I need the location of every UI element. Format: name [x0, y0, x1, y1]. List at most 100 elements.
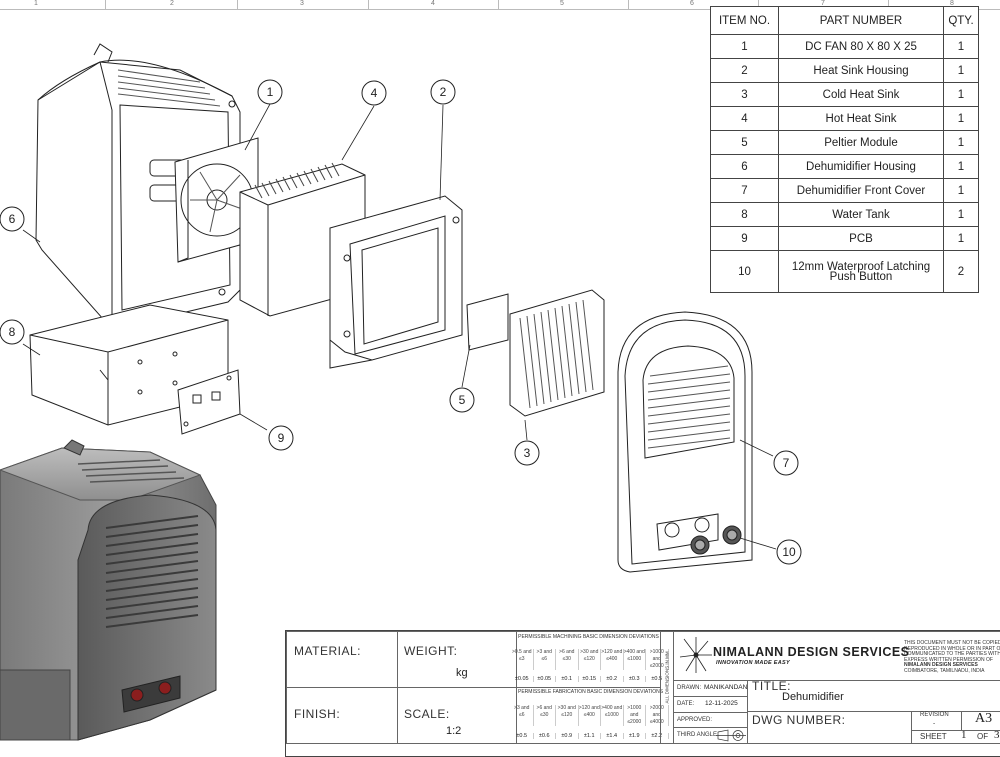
- notice-location: COIMBATORE, TAMILNADU, INDIA: [904, 667, 985, 674]
- bom-part-number: Cold Heat Sink: [778, 82, 944, 107]
- bom-part-number: 12mm Waterproof Latching Push Button: [778, 250, 944, 293]
- zone-marker: 7: [821, 0, 825, 7]
- tolerance-value: ±1.4: [601, 733, 624, 739]
- company-name: NIMALANN DESIGN SERVICES: [713, 645, 910, 659]
- bom-item-no: 8: [710, 202, 779, 227]
- notice-text: THIS DOCUMENT MUST NOT BE COPIED OR REPR…: [904, 640, 1000, 663]
- sheet-number: 1: [961, 729, 967, 741]
- tolerance-value: ±0.3: [624, 676, 646, 682]
- zone-divider: [237, 0, 238, 9]
- zone-marker: 1: [34, 0, 38, 7]
- bom-qty: 1: [943, 34, 979, 59]
- balloon-2: 2: [430, 79, 456, 105]
- bom-part-number: Water Tank: [778, 202, 944, 227]
- copyright-notice: THIS DOCUMENT MUST NOT BE COPIED OR REPR…: [904, 640, 1000, 674]
- bom-qty: 1: [943, 178, 979, 203]
- bom-item-no: 9: [710, 226, 779, 251]
- zone-marker: 4: [431, 0, 435, 7]
- bom-part-number: Dehumidifier Front Cover: [778, 178, 944, 203]
- bom-part-number: PCB: [778, 226, 944, 251]
- balloon-4: 4: [361, 80, 387, 106]
- bom-item-no: 4: [710, 106, 779, 131]
- third-angle-projection-icon: [716, 729, 746, 742]
- balloon-9: 9: [268, 425, 294, 451]
- date-label: DATE:: [677, 701, 695, 707]
- zone-marker: 2: [170, 0, 174, 7]
- bom-qty: 1: [943, 130, 979, 155]
- tolerance-range: >6 and ≤30: [534, 705, 556, 726]
- tolerance-value: ±1.1: [579, 733, 601, 739]
- tolerance-range: >120 and ≤400: [601, 649, 624, 670]
- tolerance-value: ±2.2: [646, 733, 669, 739]
- zone-divider: [888, 0, 889, 9]
- bom-part-number: Peltier Module: [778, 130, 944, 155]
- balloon-1: 1: [257, 79, 283, 105]
- zone-divider: [105, 0, 106, 9]
- bom-item-no: 3: [710, 82, 779, 107]
- svg-text:1: 1: [267, 85, 274, 99]
- balloon-6: 6: [0, 206, 25, 232]
- svg-text:4: 4: [371, 86, 378, 100]
- sheet-size: A3: [975, 711, 993, 726]
- tolerance-range: >30 and ≤120: [579, 649, 601, 670]
- bom-header-part: PART NUMBER: [778, 6, 944, 35]
- date-value: 12-11-2025: [705, 700, 738, 707]
- bom-qty: 1: [943, 82, 979, 107]
- bom-qty: 1: [943, 226, 979, 251]
- balloon-7: 7: [773, 450, 799, 476]
- tolerance-range: >2000 and ≤4000: [646, 705, 669, 726]
- tolerance-value: ±0.6: [534, 733, 556, 739]
- tolerance-value: ±0.9: [556, 733, 579, 739]
- zone-marker: 6: [690, 0, 694, 7]
- svg-text:2: 2: [440, 85, 447, 99]
- zone-marker: 3: [300, 0, 304, 7]
- balloon-10: 10: [776, 539, 802, 565]
- svg-text:3: 3: [524, 446, 531, 460]
- zone-marker: 8: [950, 0, 954, 7]
- bom-item-no: 5: [710, 130, 779, 155]
- heat-sink-housing-part: [329, 195, 463, 369]
- third-angle-label: THIRD ANGLE: [677, 732, 718, 738]
- svg-text:10: 10: [782, 545, 796, 559]
- bom-item-no: 1: [710, 34, 779, 59]
- bom-part-number: Dehumidifier Housing: [778, 154, 944, 179]
- bom-item-no: 10: [710, 250, 779, 293]
- bom-qty: 1: [943, 202, 979, 227]
- bom-part-number: Heat Sink Housing: [778, 58, 944, 83]
- drawn-value: MANIKANDAN: [704, 684, 748, 691]
- balloon-3: 3: [514, 440, 540, 466]
- weight-cell: [397, 631, 517, 688]
- leader-lines: [22, 103, 777, 550]
- zone-divider: [758, 0, 759, 9]
- bom-qty: 1: [943, 58, 979, 83]
- sheet-label: SHEET: [920, 732, 947, 741]
- push-button-part: [690, 525, 742, 555]
- tolerance-value: ±0.5: [511, 733, 534, 739]
- cold-heat-sink-part: [509, 289, 605, 417]
- bom-qty: 2: [943, 250, 979, 293]
- tolerance-value: ±1.9: [624, 733, 646, 739]
- tolerance-value: ±0.5: [646, 676, 669, 682]
- dehumidifier-housing-part: [35, 43, 241, 331]
- machining-tolerance-title: PERMISSIBLE MACHINING BASIC DIMENSION DE…: [518, 634, 659, 640]
- zone-divider: [628, 0, 629, 9]
- bom-item-no: 7: [710, 178, 779, 203]
- fabrication-tolerance-title: PERMISSIBLE FABRICATION BASIC DIMENSION …: [518, 689, 664, 695]
- bom-part-number: DC FAN 80 X 80 X 25: [778, 34, 944, 59]
- tolerance-range: >3 and ≤6: [511, 705, 534, 726]
- title-block: MATERIAL: WEIGHT: kg FINISH: SCALE: 1:2 …: [285, 630, 1000, 757]
- tolerance-range: >1000 and ≤2000: [624, 705, 646, 726]
- bom-item-no: 6: [710, 154, 779, 179]
- machining-values: ±0.05 ±0.05 ±0.1 ±0.15 ±0.2 ±0.3 ±0.5: [511, 676, 669, 682]
- material-cell: [286, 631, 398, 688]
- weight-label: WEIGHT:: [404, 644, 458, 658]
- tolerance-value: ±0.1: [556, 676, 579, 682]
- svg-text:6: 6: [9, 212, 16, 226]
- bom-qty: 1: [943, 106, 979, 131]
